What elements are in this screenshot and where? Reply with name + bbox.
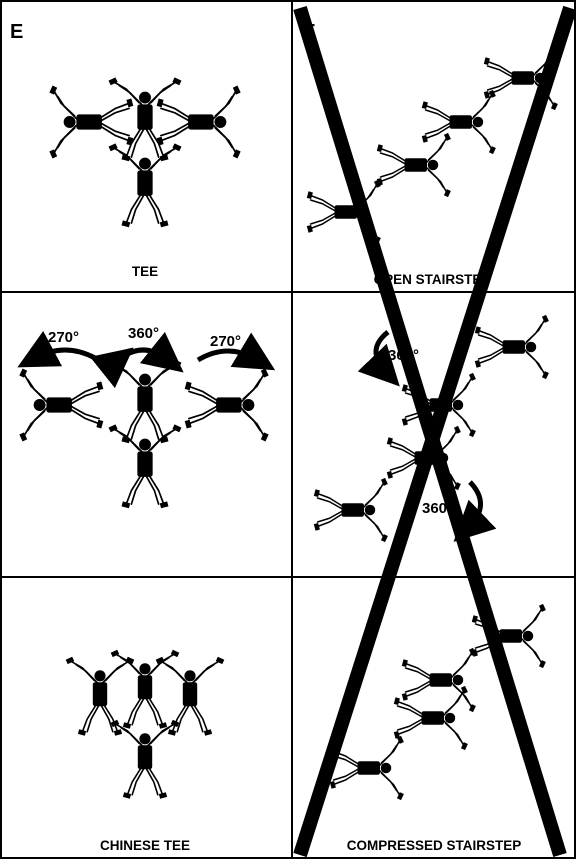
caption-tee: TEE (132, 264, 158, 279)
tee-rotation-group (17, 330, 276, 510)
rotation-label-right: 270° (210, 333, 241, 350)
rotation-arrow (453, 480, 497, 542)
jumper-figure (107, 76, 183, 163)
jumper-figure (313, 477, 389, 543)
jumper-figure (109, 648, 181, 730)
cross-out-mark (293, 5, 576, 858)
tee-formation (48, 76, 242, 229)
caption-chinese-tee: CHINESE TEE (100, 838, 190, 853)
caption-compressed-stairstep: COMPRESSED STAIRSTEP (347, 838, 522, 853)
jumper-figure (401, 647, 477, 713)
rotation-arrow (17, 330, 97, 368)
rotation-arrow (196, 332, 276, 371)
rotation-arrow (357, 330, 400, 387)
jumper-figure (421, 89, 497, 155)
jumper-figure (107, 423, 183, 510)
jumper-figure (48, 84, 135, 160)
rotation-label-left: 270° (48, 329, 79, 346)
rotation-arrow (89, 331, 184, 389)
jumper-figure (107, 142, 183, 229)
rotation-label-center: 360° (128, 325, 159, 342)
caption-open-stairstep: OPEN STAIRSTEP (374, 272, 491, 287)
jumper-figure (107, 358, 183, 445)
jumper-figure (376, 132, 452, 198)
jumper-figure (155, 84, 242, 160)
section-label-left: E (10, 21, 23, 43)
jumper-figure (183, 367, 270, 443)
chinese-tee-formation (64, 648, 226, 800)
jumper-figure (18, 367, 105, 443)
stairstep-rotation-group (313, 314, 550, 543)
jumper-figure (474, 314, 550, 380)
